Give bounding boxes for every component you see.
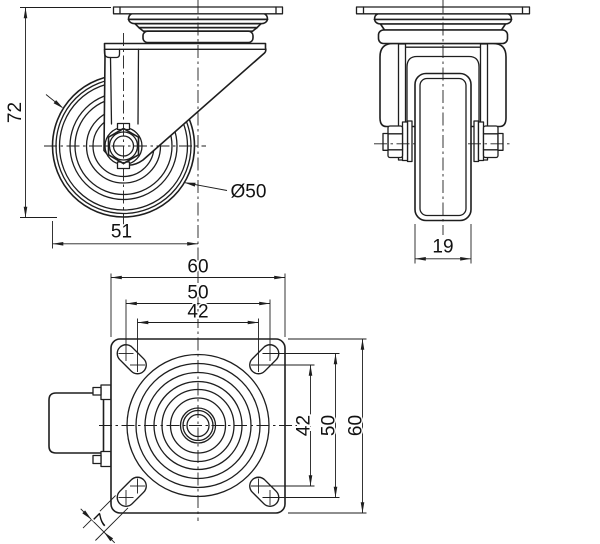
axle-nut-right [482, 125, 499, 159]
dimension-bolt-spacing-inner-h: 42 [137, 300, 259, 372]
dimension-bolt-spacing-h: 50 [125, 281, 271, 361]
plate-depth-label: 60 [346, 415, 367, 436]
bolt-spacing-inner-v-label: 42 [294, 415, 315, 436]
dimension-wheel-width: 19 [414, 224, 472, 264]
bolt-spacing-h-label: 50 [187, 283, 208, 304]
axle-nut-left [387, 125, 404, 159]
dimension-overall-height: 72 [4, 7, 111, 218]
dimension-offset: 51 [52, 220, 198, 249]
bolt-spacing-inner-h-label: 42 [187, 302, 208, 323]
front-axle-hardware [382, 120, 504, 163]
tread-leader-arrow [45, 94, 64, 109]
dimension-wheel-diameter: Ø50 [184, 180, 268, 204]
dimension-plate-width: 60 [110, 255, 286, 337]
top-wheel [48, 392, 105, 454]
top-bolt-slots [116, 344, 280, 507]
dimension-bolt-spacing-inner-v: 42 [251, 364, 316, 487]
plate-width-label: 60 [187, 257, 208, 278]
height-dim-label: 72 [5, 102, 26, 123]
wheel-width-label: 19 [432, 237, 453, 258]
side-swivel-bearing [127, 12, 269, 44]
dimension-plate-depth: 60 [288, 338, 368, 514]
bolt-spacing-v-label: 50 [319, 415, 340, 436]
wheel-diameter-label: Ø50 [231, 182, 267, 203]
dimension-bolt-spacing-v: 50 [262, 353, 341, 498]
offset-dim-label: 51 [111, 222, 132, 243]
